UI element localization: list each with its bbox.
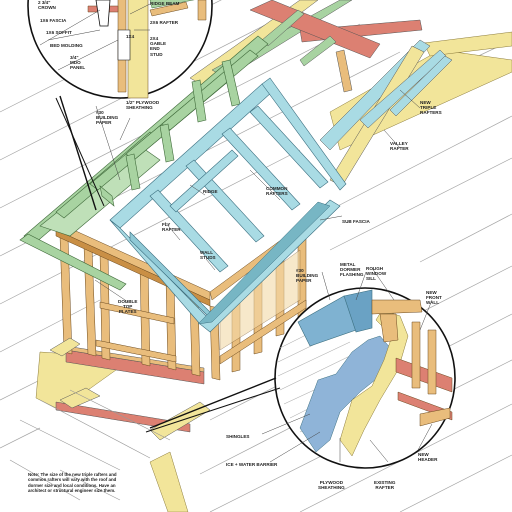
label-new-header: NEW HEADER xyxy=(418,452,438,463)
label-soffit: 1x6 SOFFIT xyxy=(46,30,72,35)
label-building-paper: #30 BUILDING PAPER xyxy=(96,110,119,126)
label-double-top-plates: DOUBLE TOP PLATES xyxy=(118,299,138,315)
label-mdo-panel: 3/4" MDO PANEL xyxy=(70,55,86,71)
label-2x6-rafter: 2x6 RAFTER xyxy=(150,20,179,25)
label-bed-molding: BED MOLDING xyxy=(50,43,83,48)
footnote: Note: The size of the new triple rafters… xyxy=(28,472,117,494)
dormer-roof-edge xyxy=(197,201,331,325)
label-sub-fascia: SUB FASCIA xyxy=(342,219,370,224)
label-plywood-sheathing: 1/2" PLYWOOD SHEATHING xyxy=(126,100,160,111)
label-gable-end-stud: 2x4 GABLE END STUD xyxy=(150,36,167,57)
label-fly-rafter: FLY RAFTER xyxy=(162,222,181,233)
label-crown: 2 3/4" CROWN xyxy=(38,0,56,11)
label-new-triple-rafters: NEW TRIPLE RAFTERS xyxy=(420,100,442,116)
label-metal-dormer-flashing: METAL DORMER FLASHING xyxy=(340,262,364,278)
label-rough-window-sill: ROUGH WINDOW SILL xyxy=(366,266,387,282)
label-ridge-beam: RIDGE BEAM xyxy=(150,1,180,6)
label-common-rafters: COMMON RAFTERS xyxy=(266,186,288,197)
roof-shingle-lines xyxy=(9,389,171,501)
label-existing-rafter: EXISTING RAFTER xyxy=(374,480,396,491)
label-wall-studs: WALL STUDS xyxy=(200,250,216,261)
label-1x4-stud: 1x4 xyxy=(126,34,135,39)
label-ice-water-barrier: ICE + WATER BARRIER xyxy=(226,462,278,467)
eave-detail-circle xyxy=(27,0,213,211)
leader-lines xyxy=(39,3,433,463)
label-new-front-wall: NEW FRONT WALL xyxy=(426,290,442,306)
dormer-rafters-blue xyxy=(109,77,347,333)
front-wall-header xyxy=(55,345,205,433)
label-valley-rafter: VALLEY RAFTER xyxy=(390,141,409,152)
label-ridge: RIDGE xyxy=(203,189,218,194)
label-detail-plywood-sheathing: PLYWOOD SHEATHING xyxy=(318,480,345,491)
label-detail-building-paper: #30 BUILDING PAPER xyxy=(296,268,319,284)
flashing-detail-circle xyxy=(145,287,456,469)
dormer-rafters-green xyxy=(19,35,269,291)
label-shingles: SHINGLES xyxy=(226,434,250,439)
label-fascia: 1x6 FASCIA xyxy=(40,18,67,23)
